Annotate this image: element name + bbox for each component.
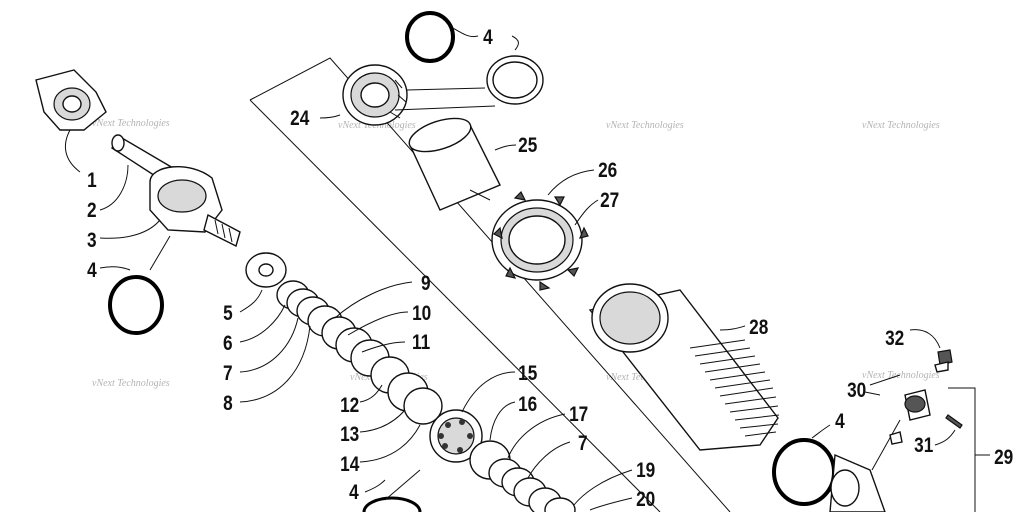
callout-15: 15	[518, 363, 537, 386]
wear-band-part	[486, 35, 544, 105]
callout-14: 14	[340, 454, 359, 477]
callout-27: 27	[600, 190, 619, 213]
callout-4: 4	[483, 27, 493, 50]
callout-31: 31	[914, 435, 933, 458]
callout-26: 26	[598, 160, 617, 183]
callout-4: 4	[835, 411, 845, 434]
callout-6: 6	[223, 333, 233, 356]
callout-7: 7	[578, 433, 588, 456]
callout-7: 7	[223, 363, 233, 386]
callout-8: 8	[223, 393, 233, 416]
callout-12: 12	[340, 395, 359, 418]
callout-labels: 1 2 3 4 4 24 25 26 27 5 6 7 8 9 10 11 12…	[87, 27, 1013, 512]
callout-2: 2	[87, 200, 97, 223]
callout-1: 1	[87, 170, 97, 193]
callout-32: 32	[885, 328, 904, 351]
sleeve-part	[408, 117, 517, 211]
watermark: vNext Technologies	[92, 118, 170, 129]
callout-17: 17	[569, 404, 588, 427]
callout-4: 4	[349, 482, 359, 505]
spring-collar-part	[491, 169, 599, 291]
lower-body-part	[829, 419, 901, 512]
seal-head-part	[319, 64, 496, 126]
watermark: vNext Technologies	[862, 120, 940, 131]
callout-20: 20	[636, 489, 655, 512]
valve-stack-part	[239, 252, 633, 512]
watermark: vNext Technologies	[862, 370, 940, 381]
bushing-part	[35, 69, 107, 173]
shock-body-part	[588, 283, 780, 451]
callout-29: 29	[994, 447, 1013, 470]
callout-16: 16	[518, 394, 537, 417]
callout-10: 10	[412, 303, 431, 326]
callout-25: 25	[518, 135, 537, 158]
callout-9: 9	[421, 273, 431, 296]
callout-30: 30	[847, 380, 866, 403]
callout-3: 3	[87, 230, 97, 253]
valve-assembly-part	[864, 329, 963, 446]
o-ring-part	[405, 11, 455, 63]
callout-19: 19	[636, 460, 655, 483]
callout-5: 5	[223, 303, 233, 326]
shaft-assembly-part	[99, 134, 241, 271]
enclosure-lines	[249, 57, 990, 512]
callout-11: 11	[412, 332, 430, 355]
o-ring-part	[772, 438, 836, 506]
callout-28: 28	[749, 317, 768, 340]
callout-24: 24	[290, 108, 309, 131]
callout-4: 4	[87, 260, 97, 283]
o-ring-part	[108, 275, 164, 335]
watermark: vNext Technologies	[92, 378, 170, 389]
callout-13: 13	[340, 424, 359, 447]
watermark: vNext Technologies	[606, 120, 684, 131]
